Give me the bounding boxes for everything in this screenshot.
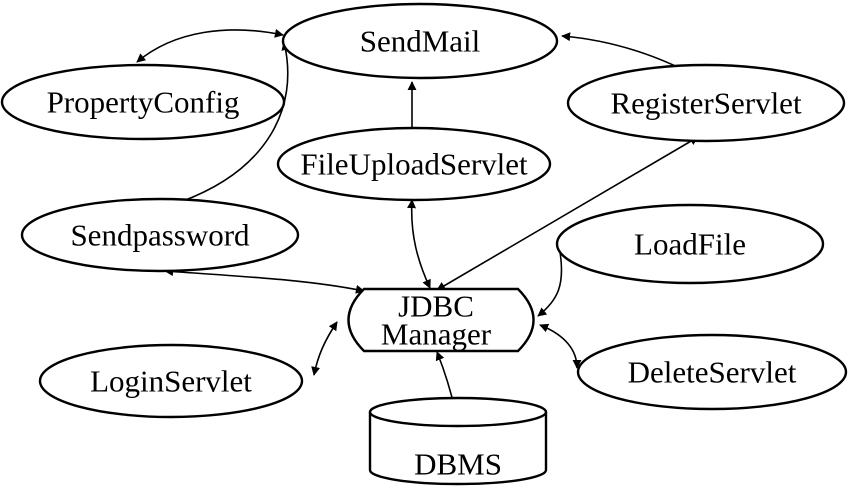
node-loadfile: LoadFile bbox=[555, 203, 825, 285]
node-sendmail-label: SendMail bbox=[360, 24, 481, 59]
edge-fileupload-jdbc bbox=[407, 199, 431, 289]
node-jdbc-manager-label-line2: Manager bbox=[381, 317, 492, 352]
node-dbms-label: DBMS bbox=[414, 447, 502, 482]
node-dbms: DBMS bbox=[368, 396, 548, 486]
edge-loadfile-jdbc bbox=[537, 251, 563, 317]
node-deleteservlet: DeleteServlet bbox=[576, 333, 848, 411]
node-sendmail: SendMail bbox=[281, 2, 559, 80]
node-jdbc-manager: JDBC Manager bbox=[347, 287, 535, 353]
edge-jdbc-register bbox=[436, 136, 699, 291]
node-deleteservlet-label: DeleteServlet bbox=[628, 355, 797, 390]
node-propertyconfig-label: PropertyConfig bbox=[47, 85, 240, 120]
edge-sendpassword-jdbc bbox=[164, 267, 365, 294]
node-fileuploadservlet: FileUploadServlet bbox=[276, 126, 552, 202]
node-sendpassword-label: Sendpassword bbox=[70, 218, 250, 253]
node-jdbc-manager-label-line1: JDBC bbox=[398, 289, 474, 324]
node-registerservlet-label: RegisterServlet bbox=[610, 86, 802, 121]
node-propertyconfig: PropertyConfig bbox=[0, 63, 286, 141]
edge-sendpassword-sendmail bbox=[182, 41, 291, 202]
edge-jdbc-deleteservlet bbox=[539, 323, 582, 369]
node-loadfile-label: LoadFile bbox=[634, 227, 746, 262]
edge-loginservlet-jdbc bbox=[311, 321, 338, 376]
edge-sendmail-propertyconfig bbox=[136, 28, 284, 63]
node-loginservlet-label: LoginServlet bbox=[90, 364, 252, 399]
node-registerservlet: RegisterServlet bbox=[566, 63, 846, 143]
node-sendpassword: Sendpassword bbox=[20, 197, 300, 273]
node-loginservlet: LoginServlet bbox=[38, 343, 304, 419]
node-fileuploadservlet-label: FileUploadServlet bbox=[300, 147, 528, 182]
